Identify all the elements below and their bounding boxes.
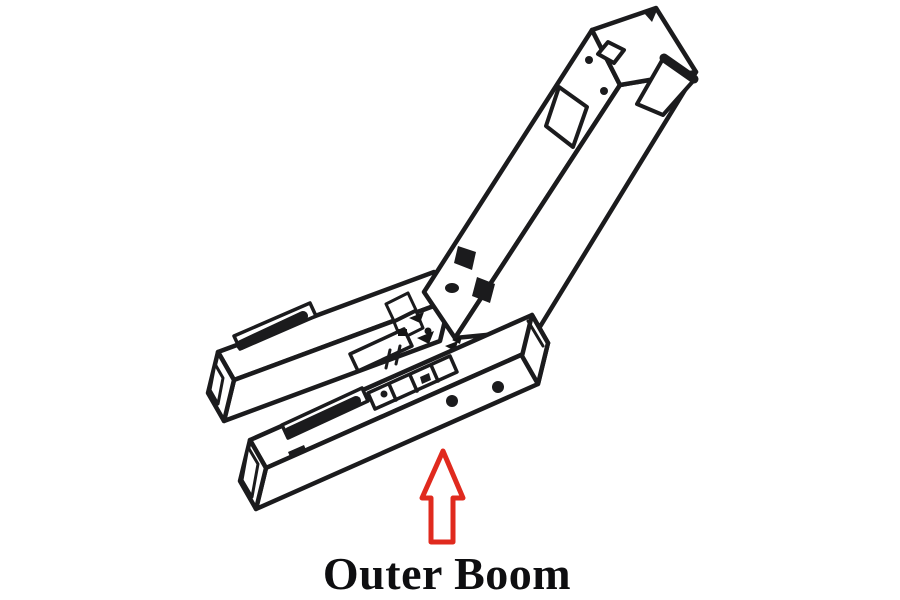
joint-fastener-marks: [398, 312, 462, 351]
boom-face-bolt-hole: [600, 87, 608, 95]
outer-boom-edge-notch: [288, 445, 307, 459]
boom-flap-fold: [659, 53, 699, 84]
ladder-divider-1: [387, 382, 398, 402]
upper-arm-end-opening: [208, 362, 225, 406]
upper-arm-slot-bar: [236, 311, 308, 350]
boom-cap-bolt-hole: [585, 56, 593, 64]
upright-boom-section: [421, 5, 699, 341]
outer-boom-hole-b: [492, 381, 504, 393]
figure-label: Outer Boom: [322, 548, 572, 599]
inner-fork-arm: [205, 269, 453, 424]
joint-detail-plate: [348, 291, 462, 373]
boom-lower-hole-a: [454, 246, 476, 270]
ladder-pin-dot: [380, 390, 388, 398]
outer-boom-right-cap: [519, 312, 551, 387]
up-arrow-icon: [419, 448, 466, 545]
ladder-divider-3: [429, 363, 440, 383]
boom-window-cutout: [544, 85, 589, 149]
outer-boom-tip-opening: [240, 445, 260, 499]
outer-boom-slot-bar: [284, 396, 361, 437]
ladder-pin-block: [420, 373, 431, 384]
boom-cap-diamond-hole: [596, 40, 626, 65]
boom-lower-hole-c: [445, 283, 459, 293]
outer-boom-front-arm: [237, 312, 551, 512]
outer-boom-cap-chamfer: [526, 319, 545, 348]
boom-lower-hole-b: [472, 277, 495, 303]
joint-hatch-line-b: [394, 344, 402, 366]
ladder-divider-2: [408, 373, 419, 393]
boom-apex-notch: [644, 8, 658, 22]
joint-web-plate: [348, 327, 414, 373]
outer-boom-hole-a: [446, 395, 458, 407]
joint-hatch-line-a: [384, 348, 392, 370]
